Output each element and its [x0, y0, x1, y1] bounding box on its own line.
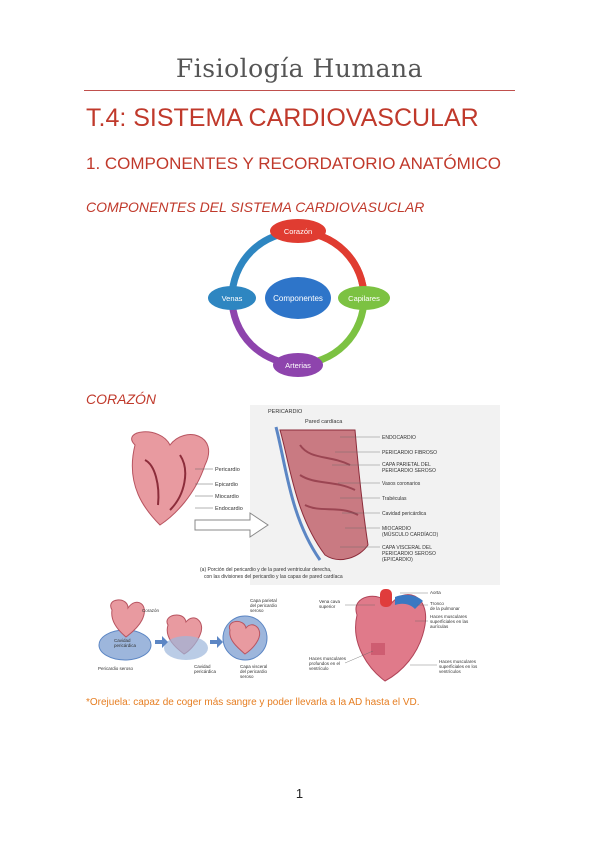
- subsection-components: COMPONENTES DEL SISTEMA CARDIOVASUCLAR: [86, 199, 425, 215]
- label-right: Cavidad pericárdica: [382, 511, 426, 517]
- cycle-center-label: Componentes: [273, 294, 323, 303]
- label-right: PERICARDIO SEROSO: [382, 468, 436, 474]
- cycle-node-arteries-label: Arterias: [285, 361, 311, 370]
- label: Vena cava: [319, 599, 341, 604]
- label-pericardio-top: PERICARDIO: [268, 409, 303, 415]
- section-title: 1. COMPONENTES Y RECORDATORIO ANATÓMICO: [86, 154, 501, 173]
- label-endocardio: Endocardio: [215, 506, 243, 512]
- cycle-node-veins-label: Venas: [222, 294, 243, 303]
- heart-muscle-figure: Aorta Tronco de la pulmonar Vena cava su…: [309, 589, 478, 682]
- label-right: Vasos coronarios: [382, 481, 421, 487]
- label: de la pulmonar: [430, 606, 460, 611]
- label: Corazón: [142, 608, 160, 613]
- label: seroso: [250, 608, 264, 613]
- pericardium-layer: [274, 426, 322, 561]
- label-right: PERICARDIO SEROSO: [382, 551, 436, 557]
- page-header-title: Fisiología Humana: [175, 54, 424, 83]
- label-epicardio: Epicardio: [215, 482, 238, 488]
- cycle-node-heart: [270, 219, 326, 243]
- heart-stage-1: [110, 599, 145, 638]
- zoom-arrow: [194, 512, 269, 538]
- heart-wall-figure: Pericardio Epicardio Miocardio Endocardi…: [131, 405, 500, 585]
- label: Tronco: [430, 601, 444, 606]
- label-right: Trabéculas: [382, 496, 407, 502]
- heart-illustration: [131, 431, 210, 526]
- label: profundos en el: [309, 661, 340, 666]
- label: ventrículo: [309, 666, 329, 671]
- label: del pericardio: [250, 603, 278, 608]
- label: seroso: [240, 674, 254, 679]
- label: Aorta: [430, 590, 441, 595]
- label: Capa visceral: [240, 664, 267, 669]
- label-right: MIOCARDIO: [382, 526, 411, 532]
- label: Capa parietal: [250, 598, 277, 603]
- figure-caption-line2: con las divisiones del pericardio y las …: [204, 574, 343, 580]
- cycle-node-arteries: [273, 353, 323, 377]
- sequence-arrow-2: [210, 636, 223, 648]
- figure-caption-line1: (a) Porción del pericardio y de la pared…: [200, 567, 331, 573]
- label-pared-cardiaca: Pared cardíaca: [305, 419, 343, 425]
- aorta-vessel: [380, 589, 392, 607]
- label-right: PERICARDIO FIBROSO: [382, 450, 437, 456]
- pulmonary-trunk: [395, 594, 423, 609]
- label-pericardio: Pericardio: [215, 467, 240, 473]
- header-divider: [84, 90, 515, 91]
- cycle-node-heart-label: Corazón: [284, 227, 312, 236]
- heart-inner-line: [144, 459, 160, 506]
- components-cycle-diagram: Componentes Corazón Capilares Arterias V…: [208, 219, 390, 377]
- sequence-arrow-1: [155, 636, 168, 648]
- page-number: 1: [295, 786, 304, 801]
- label-right: CAPA PARIETAL DEL: [382, 462, 431, 468]
- label: aurículas: [430, 624, 449, 629]
- label: superficiales en las: [430, 619, 469, 624]
- heart-stage-3: [228, 621, 260, 655]
- label-right: CAPA VISCERAL DEL: [382, 545, 432, 551]
- label: Haces musculares: [439, 659, 477, 664]
- label: pericárdica: [114, 643, 137, 648]
- cycle-node-veins: [208, 286, 256, 310]
- cycle-center-node: [265, 277, 331, 319]
- label: Pericardio seroso: [98, 666, 134, 671]
- pericardial-sac-2: [164, 636, 208, 660]
- label: Haces musculares: [309, 656, 347, 661]
- cycle-node-capillaries-label: Capilares: [348, 294, 380, 303]
- label-right: ENDOCARDIO: [382, 435, 416, 441]
- label: Haces musculares: [430, 614, 468, 619]
- heart-inner-line: [169, 454, 187, 511]
- label: ventrículos: [439, 669, 462, 674]
- label: pericárdica: [194, 669, 217, 674]
- label: del pericardio: [240, 669, 268, 674]
- label: superficiales en los: [439, 664, 478, 669]
- chapter-title: T.4: SISTEMA CARDIOVASCULAR: [86, 104, 479, 132]
- label-right: (MÚSCULO CARDÍACO): [382, 531, 438, 538]
- pericardium-sequence-figure: Corazón Cavidad pericárdica Pericardio s…: [98, 598, 278, 679]
- label: Cavidad: [194, 664, 211, 669]
- subsection-heart: CORAZÓN: [86, 391, 156, 407]
- label-miocardio: Miocardio: [215, 494, 239, 500]
- heart-muscle-illustration: [355, 594, 427, 682]
- label-right: (EPICARDIO): [382, 557, 413, 563]
- cycle-node-capillaries: [338, 286, 390, 310]
- label: Cavidad: [114, 638, 131, 643]
- ventricle-cutout: [371, 643, 385, 655]
- label: superior: [319, 604, 336, 609]
- footnote-orejuela: *Orejuela: capaz de coger más sangre y p…: [86, 697, 420, 708]
